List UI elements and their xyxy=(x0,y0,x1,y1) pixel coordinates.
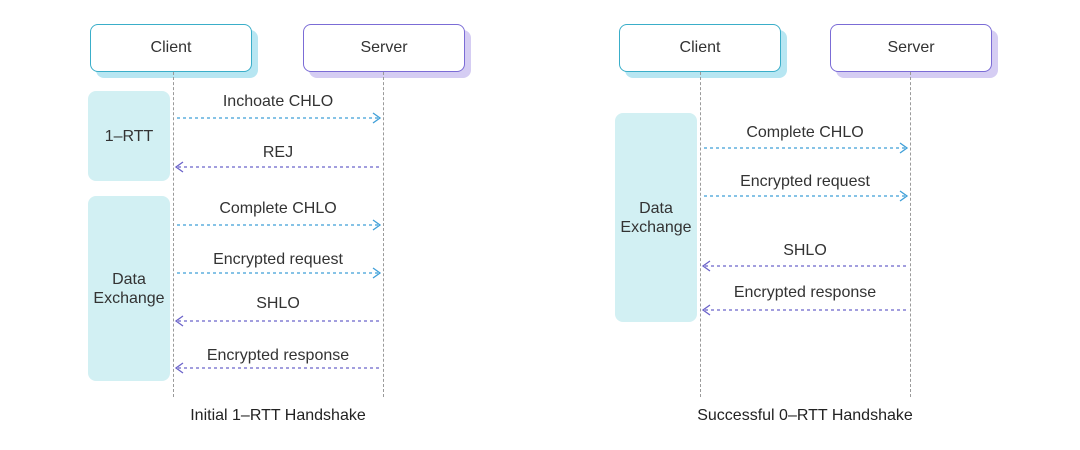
message-label-encrypted-request: Encrypted request xyxy=(213,251,343,268)
message-label-complete-chlo: Complete CHLO xyxy=(219,200,337,217)
message-label-shlo: SHLO xyxy=(783,242,827,259)
client-actor-box: Client xyxy=(90,24,258,78)
message-arrow-shlo xyxy=(174,315,379,327)
phase-data-exchange: Data Exchange xyxy=(615,113,697,322)
message-arrow-shlo xyxy=(701,260,906,272)
server-lifeline xyxy=(383,72,384,397)
message-arrow-inchoate-chlo xyxy=(177,112,382,124)
message-arrow-complete-chlo xyxy=(177,219,382,231)
message-label-complete-chlo: Complete CHLO xyxy=(746,124,864,141)
message-label-inchoate-chlo: Inchoate CHLO xyxy=(222,93,334,110)
message-label-encrypted-request: Encrypted request xyxy=(740,173,870,190)
message-label-encrypted-response: Encrypted response xyxy=(733,284,877,301)
server-label: Server xyxy=(303,24,465,72)
message-arrow-complete-chlo xyxy=(704,142,909,154)
message-arrow-rej xyxy=(174,161,379,173)
server-actor-box: Server xyxy=(830,24,998,78)
diagram-caption: Initial 1–RTT Handshake xyxy=(190,407,366,424)
client-lifeline xyxy=(700,72,701,397)
client-actor-box: Client xyxy=(619,24,787,78)
message-arrow-encrypted-request xyxy=(704,190,909,202)
server-label: Server xyxy=(830,24,992,72)
message-arrow-encrypted-response xyxy=(701,304,906,316)
message-label-encrypted-response: Encrypted response xyxy=(206,347,350,364)
phase-1rtt: 1–RTT xyxy=(88,91,170,181)
message-arrow-encrypted-request xyxy=(177,267,382,279)
client-lifeline xyxy=(173,72,174,397)
message-label-rej: REJ xyxy=(262,144,294,161)
server-actor-box: Server xyxy=(303,24,471,78)
phase-data-exchange: Data Exchange xyxy=(88,196,170,381)
message-arrow-encrypted-response xyxy=(174,362,379,374)
client-label: Client xyxy=(90,24,252,72)
server-lifeline xyxy=(910,72,911,397)
client-label: Client xyxy=(619,24,781,72)
message-label-shlo: SHLO xyxy=(256,295,300,312)
diagram-caption: Successful 0–RTT Handshake xyxy=(697,407,913,424)
